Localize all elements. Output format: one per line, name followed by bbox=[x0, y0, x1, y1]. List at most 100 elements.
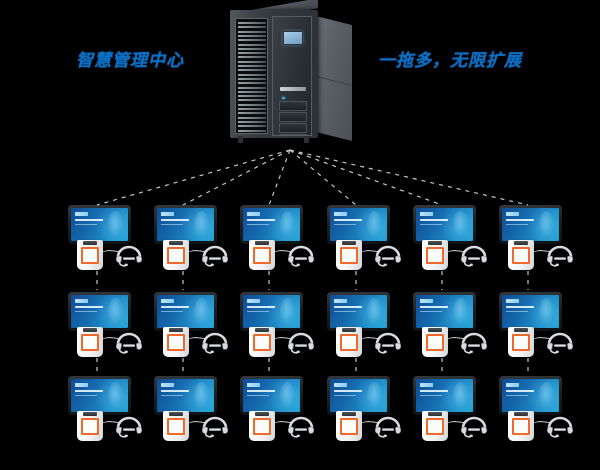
terminal-monitor[interactable] bbox=[240, 376, 303, 415]
base-accent-frame bbox=[512, 334, 530, 351]
terminal-monitor[interactable] bbox=[154, 292, 217, 331]
connector-fanout bbox=[289, 149, 357, 206]
terminal-base-unit[interactable] bbox=[422, 327, 448, 357]
headset[interactable] bbox=[200, 412, 230, 438]
headset[interactable] bbox=[200, 241, 230, 267]
terminal-base-unit[interactable] bbox=[422, 240, 448, 270]
screen-logo bbox=[334, 299, 347, 303]
terminal-node[interactable] bbox=[495, 205, 581, 277]
headset[interactable] bbox=[459, 412, 489, 438]
screen-subtext-line bbox=[420, 395, 442, 396]
terminal-base-unit[interactable] bbox=[336, 327, 362, 357]
headset[interactable] bbox=[114, 412, 144, 438]
terminal-node[interactable] bbox=[409, 292, 495, 364]
terminal-monitor[interactable] bbox=[499, 292, 562, 331]
screen-text-line bbox=[420, 390, 448, 392]
terminal-screen bbox=[71, 379, 128, 412]
terminal-monitor[interactable] bbox=[327, 376, 390, 415]
terminal-node[interactable] bbox=[495, 376, 581, 448]
headset[interactable] bbox=[459, 241, 489, 267]
terminal-monitor[interactable] bbox=[327, 292, 390, 331]
terminal-node[interactable] bbox=[409, 376, 495, 448]
terminal-monitor[interactable] bbox=[327, 205, 390, 244]
card-slot bbox=[169, 241, 183, 245]
terminal-base-unit[interactable] bbox=[163, 240, 189, 270]
screen-text-line bbox=[75, 219, 103, 221]
terminal-base-unit[interactable] bbox=[163, 327, 189, 357]
terminal-node[interactable] bbox=[236, 205, 322, 277]
terminal-screen bbox=[157, 208, 214, 241]
terminal-base-unit[interactable] bbox=[77, 240, 103, 270]
headset[interactable] bbox=[286, 328, 316, 354]
headset[interactable] bbox=[286, 241, 316, 267]
terminal-monitor[interactable] bbox=[68, 292, 131, 331]
terminal-base-unit[interactable] bbox=[336, 411, 362, 441]
terminal-monitor[interactable] bbox=[413, 292, 476, 331]
terminal-node[interactable] bbox=[409, 205, 495, 277]
rack-blade bbox=[238, 129, 266, 132]
terminal-base-unit[interactable] bbox=[163, 411, 189, 441]
rack-blade bbox=[238, 108, 266, 110]
headset[interactable] bbox=[545, 328, 575, 354]
terminal-node[interactable] bbox=[64, 376, 150, 448]
headset[interactable] bbox=[545, 412, 575, 438]
rack-lcd-screen[interactable] bbox=[283, 31, 303, 45]
terminal-node[interactable] bbox=[150, 376, 236, 448]
headset[interactable] bbox=[286, 412, 316, 438]
terminal-node[interactable] bbox=[150, 205, 236, 277]
base-accent-frame bbox=[340, 247, 358, 264]
terminal-screen bbox=[157, 379, 214, 412]
terminal-base-unit[interactable] bbox=[508, 411, 534, 441]
terminal-base-unit[interactable] bbox=[336, 240, 362, 270]
terminal-monitor[interactable] bbox=[154, 376, 217, 415]
terminal-monitor[interactable] bbox=[68, 376, 131, 415]
server-rack[interactable] bbox=[226, 0, 354, 152]
headset-icon bbox=[115, 245, 143, 267]
terminal-base-unit[interactable] bbox=[249, 240, 275, 270]
screen-logo bbox=[420, 212, 433, 216]
headset[interactable] bbox=[114, 328, 144, 354]
headset[interactable] bbox=[373, 328, 403, 354]
base-accent-frame bbox=[426, 418, 444, 435]
headset[interactable] bbox=[200, 328, 230, 354]
terminal-node[interactable] bbox=[236, 376, 322, 448]
terminal-base-unit[interactable] bbox=[422, 411, 448, 441]
terminal-base-unit[interactable] bbox=[77, 327, 103, 357]
rack-blade bbox=[238, 52, 266, 55]
terminal-monitor[interactable] bbox=[413, 376, 476, 415]
screen-subtext-line bbox=[334, 224, 356, 225]
terminal-node[interactable] bbox=[64, 205, 150, 277]
terminal-monitor[interactable] bbox=[499, 205, 562, 244]
headset[interactable] bbox=[545, 241, 575, 267]
terminal-base-unit[interactable] bbox=[508, 240, 534, 270]
terminal-monitor[interactable] bbox=[499, 376, 562, 415]
headset[interactable] bbox=[373, 241, 403, 267]
terminal-monitor[interactable] bbox=[240, 205, 303, 244]
terminal-monitor[interactable] bbox=[413, 205, 476, 244]
screen-subtext-line bbox=[161, 311, 183, 312]
terminal-monitor[interactable] bbox=[240, 292, 303, 331]
screen-logo bbox=[334, 212, 347, 216]
terminal-node[interactable] bbox=[236, 292, 322, 364]
rack-blade bbox=[238, 95, 266, 98]
headset[interactable] bbox=[114, 241, 144, 267]
terminal-monitor[interactable] bbox=[68, 205, 131, 244]
terminal-node[interactable] bbox=[495, 292, 581, 364]
screen-logo bbox=[161, 383, 174, 387]
terminal-node[interactable] bbox=[323, 205, 409, 277]
terminal-base-unit[interactable] bbox=[249, 411, 275, 441]
terminal-node[interactable] bbox=[150, 292, 236, 364]
headset[interactable] bbox=[373, 412, 403, 438]
terminal-monitor[interactable] bbox=[154, 205, 217, 244]
screen-logo bbox=[506, 212, 519, 216]
headset[interactable] bbox=[459, 328, 489, 354]
rack-blade bbox=[238, 103, 266, 106]
terminal-node[interactable] bbox=[323, 292, 409, 364]
terminal-base-unit[interactable] bbox=[249, 327, 275, 357]
terminal-screen bbox=[243, 295, 300, 328]
terminal-base-unit[interactable] bbox=[77, 411, 103, 441]
connector-fanout bbox=[289, 149, 443, 206]
terminal-base-unit[interactable] bbox=[508, 327, 534, 357]
terminal-node[interactable] bbox=[64, 292, 150, 364]
terminal-node[interactable] bbox=[323, 376, 409, 448]
